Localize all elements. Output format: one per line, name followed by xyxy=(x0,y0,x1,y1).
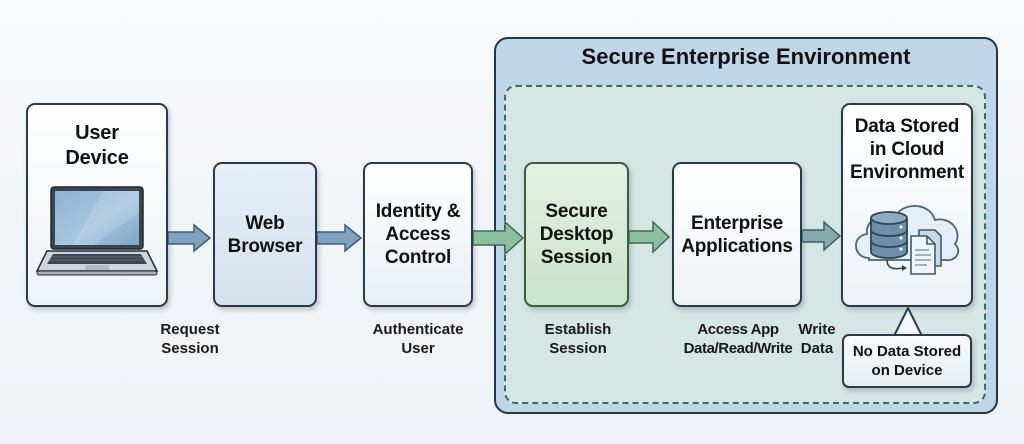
node-secure-desktop-session: Secure Desktop Session xyxy=(524,162,629,307)
node-user-device: User Device xyxy=(26,103,168,307)
arrow-identity-to-session xyxy=(473,220,525,256)
node-title: User Device xyxy=(65,122,129,169)
node-title: Identity & Access Control xyxy=(375,201,461,268)
node-identity-access-control: Identity & Access Control xyxy=(363,162,473,307)
node-cloud-data: Data Stored in Cloud Environment xyxy=(841,103,973,307)
node-web-browser: Web Browser xyxy=(213,162,317,307)
node-title: Data Stored in Cloud Environment xyxy=(850,116,964,183)
laptop-icon xyxy=(35,186,159,276)
node-enterprise-applications: Enterprise Applications xyxy=(672,162,802,307)
arrow-browser-to-identity xyxy=(317,223,363,253)
arrow-session-to-apps xyxy=(629,220,671,254)
edge-label-request-session: Request Session xyxy=(160,321,220,357)
edge-label-write-data: Write Data xyxy=(798,321,836,357)
node-title: Secure Desktop Session xyxy=(539,201,614,268)
arrow-request-session xyxy=(168,223,212,253)
callout-no-data-on-device: No Data Stored on Device xyxy=(842,334,972,388)
edge-label-establish-session: Establish Session xyxy=(544,321,612,357)
node-title: Web Browser xyxy=(227,212,303,257)
cloud-database-icon xyxy=(855,205,960,275)
environment-title: Secure Enterprise Environment xyxy=(581,44,911,69)
node-title: Enterprise Applications xyxy=(681,212,793,257)
arrow-apps-to-cloud xyxy=(802,220,842,252)
callout-pointer xyxy=(892,305,924,337)
caption-access-app-data: Access App Data/Read/Write xyxy=(683,321,793,357)
edge-label-authenticate-user: Authenticate User xyxy=(372,321,464,357)
